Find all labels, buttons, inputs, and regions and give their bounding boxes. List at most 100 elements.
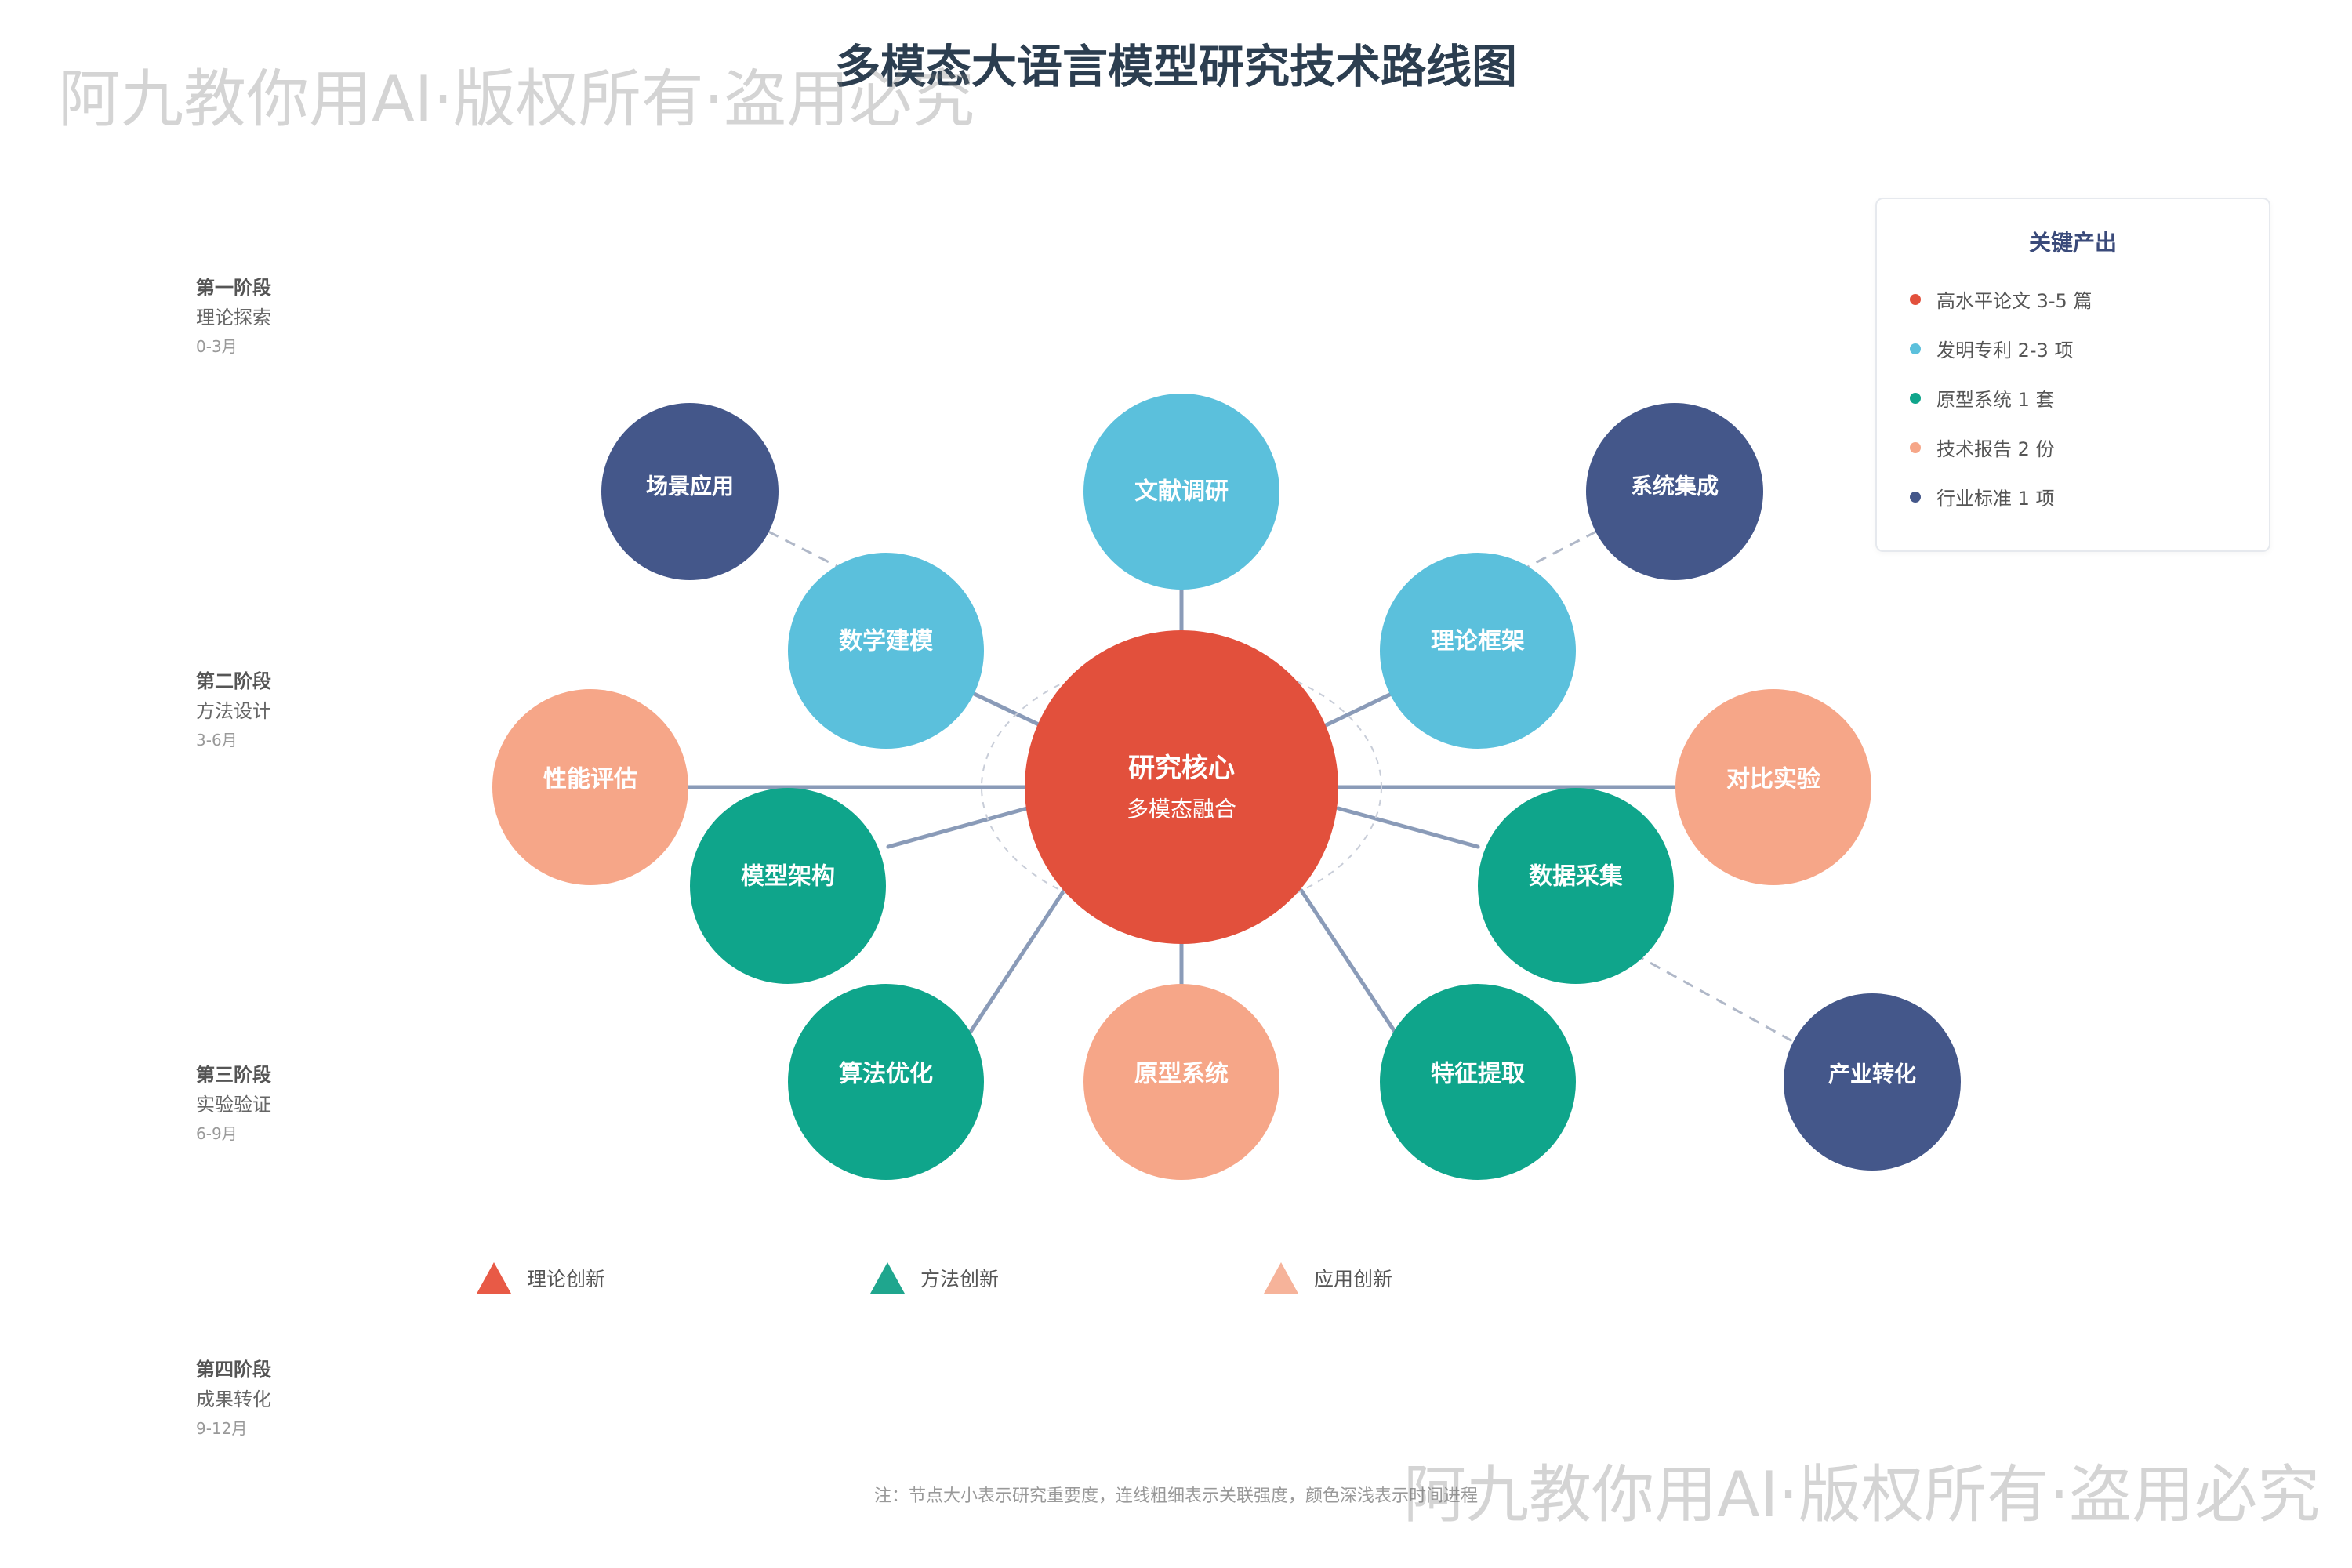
node-industry-label: 产业转化 (1828, 1062, 1916, 1087)
node-model-arch-circle (690, 788, 886, 984)
node-theory-framework[interactable]: 理论框架 (1380, 553, 1576, 749)
node-lit-review-label: 文献调研 (1134, 478, 1229, 506)
node-comp-exp-circle (1675, 689, 1871, 885)
category-label: 应用创新 (1314, 1268, 1393, 1290)
category-label: 理论创新 (527, 1268, 606, 1290)
node-model-arch[interactable]: 模型架构 (690, 788, 886, 984)
node-theory-framework-circle (1380, 553, 1576, 749)
core-halo (981, 657, 1382, 917)
node-sys-integration[interactable]: 系统集成 (1586, 403, 1763, 580)
stage-time: 6-9月 (196, 1124, 238, 1143)
stage-desc: 实验验证 (196, 1094, 271, 1116)
category-method: 方法创新 (870, 1262, 999, 1294)
stage-desc: 理论探索 (196, 307, 271, 328)
node-theory-framework-label: 理论框架 (1431, 628, 1525, 655)
node-feature-extract-circle (1380, 984, 1576, 1180)
output-item: 行业标准 1 项 (1877, 472, 2269, 521)
dashed-connectors (768, 530, 1796, 1044)
teal-dot-icon (1910, 392, 1921, 404)
stage-name: 第二阶段 (196, 670, 271, 692)
output-text: 行业标准 1 项 (1936, 488, 2055, 510)
red-dot-icon (1910, 293, 1921, 305)
output-item: 技术报告 2 份 (1877, 423, 2269, 472)
node-perf-eval[interactable]: 性能评估 (492, 689, 688, 885)
stage-time: 0-3月 (196, 337, 238, 356)
stage-name: 第一阶段 (196, 277, 271, 299)
edge-core-model-arch (886, 806, 1029, 849)
node-math-model-label: 数学建模 (839, 628, 933, 655)
category-application: 应用创新 (1264, 1262, 1392, 1294)
node-math-model[interactable]: 数学建模 (788, 553, 984, 749)
node-algo-opt-label: 算法优化 (839, 1061, 933, 1088)
footnote: 注：节点大小表示研究重要度，连线粗细表示关联强度，颜色深浅表示时间进程 (873, 1486, 1478, 1506)
core-subtitle: 多模态融合 (1127, 797, 1236, 822)
node-core-circle (1025, 630, 1338, 944)
output-text: 技术报告 2 份 (1936, 438, 2055, 460)
node-industry[interactable]: 产业转化 (1784, 993, 1961, 1171)
node-scene-app[interactable]: 场景应用 (601, 403, 779, 580)
connectors (686, 586, 1679, 1041)
node-sys-integration-label: 系统集成 (1631, 474, 1719, 499)
watermark-bottom: 阿九教你用AI·版权所有·盗用必究 (1403, 1458, 2321, 1531)
node-model-arch-label: 模型架构 (741, 863, 835, 891)
node-industry-circle (1784, 993, 1961, 1171)
edge-core-feature-extract (1299, 888, 1402, 1041)
edge-core-data-collect (1336, 806, 1480, 849)
node-comp-exp-label: 对比实验 (1726, 766, 1820, 793)
node-data-collect-label: 数据采集 (1529, 863, 1624, 891)
stage-3: 第三阶段 实验验证 6-9月 (196, 1060, 271, 1148)
teal-triangle-icon (870, 1262, 905, 1294)
node-prototype[interactable]: 原型系统 (1083, 984, 1279, 1180)
edge-math-scene (768, 530, 850, 574)
node-feature-extract[interactable]: 特征提取 (1380, 984, 1576, 1180)
edge-core-theory-framework (1319, 688, 1402, 730)
output-item: 原型系统 1 套 (1877, 373, 2269, 423)
node-algo-opt[interactable]: 算法优化 (788, 984, 984, 1180)
key-outputs-panel: 关键产出 高水平论文 3-5 篇 发明专利 2-3 项 原型系统 1 套 技术报… (1875, 198, 2270, 552)
page-title: 多模态大语言模型研究技术路线图 (834, 40, 1517, 93)
node-data-collect-circle (1478, 788, 1674, 984)
navy-dot-icon (1910, 491, 1921, 503)
output-text: 原型系统 1 套 (1936, 389, 2055, 411)
node-math-model-circle (788, 553, 984, 749)
stage-time: 3-6月 (196, 731, 238, 750)
edge-core-math-model (964, 688, 1047, 730)
output-item: 高水平论文 3-5 篇 (1877, 274, 2269, 324)
blue-dot-icon (1910, 343, 1921, 354)
node-scene-app-label: 场景应用 (646, 474, 734, 499)
stage-name: 第四阶段 (196, 1359, 271, 1381)
stage-4: 第四阶段 成果转化 9-12月 (196, 1355, 271, 1443)
category-theory: 理论创新 (477, 1262, 605, 1294)
node-prototype-label: 原型系统 (1134, 1061, 1229, 1088)
stage-name: 第三阶段 (196, 1064, 271, 1086)
salmon-dot-icon (1910, 441, 1921, 453)
node-perf-eval-label: 性能评估 (543, 766, 637, 793)
node-prototype-circle (1083, 984, 1279, 1180)
node-data-collect[interactable]: 数据采集 (1478, 788, 1674, 984)
node-comp-exp[interactable]: 对比实验 (1675, 689, 1871, 885)
output-text: 高水平论文 3-5 篇 (1936, 290, 2092, 312)
stage-desc: 成果转化 (196, 1388, 271, 1410)
output-item: 发明专利 2-3 项 (1877, 324, 2269, 373)
edge-core-algo-opt (964, 888, 1066, 1041)
node-scene-app-circle (601, 403, 779, 580)
category-label: 方法创新 (920, 1268, 1000, 1290)
node-algo-opt-circle (788, 984, 984, 1180)
node-lit-review-circle (1083, 394, 1279, 590)
salmon-triangle-icon (1264, 1262, 1298, 1294)
output-text: 发明专利 2-3 项 (1936, 339, 2074, 361)
stage-time: 9-12月 (196, 1419, 248, 1438)
core-title: 研究核心 (1128, 753, 1235, 784)
stage-1: 第一阶段 理论探索 0-3月 (196, 273, 271, 361)
node-perf-eval-circle (492, 689, 688, 885)
edge-theory-system (1516, 530, 1597, 574)
node-core[interactable]: 研究核心 多模态融合 (1025, 630, 1338, 944)
node-sys-integration-circle (1586, 403, 1763, 580)
key-outputs-title: 关键产出 (2028, 230, 2117, 256)
stage-2: 第二阶段 方法设计 3-6月 (196, 666, 271, 754)
edge-data-industry (1617, 943, 1796, 1044)
stage-desc: 方法设计 (196, 700, 271, 722)
red-triangle-icon (477, 1262, 511, 1294)
node-lit-review[interactable]: 文献调研 (1083, 394, 1279, 590)
